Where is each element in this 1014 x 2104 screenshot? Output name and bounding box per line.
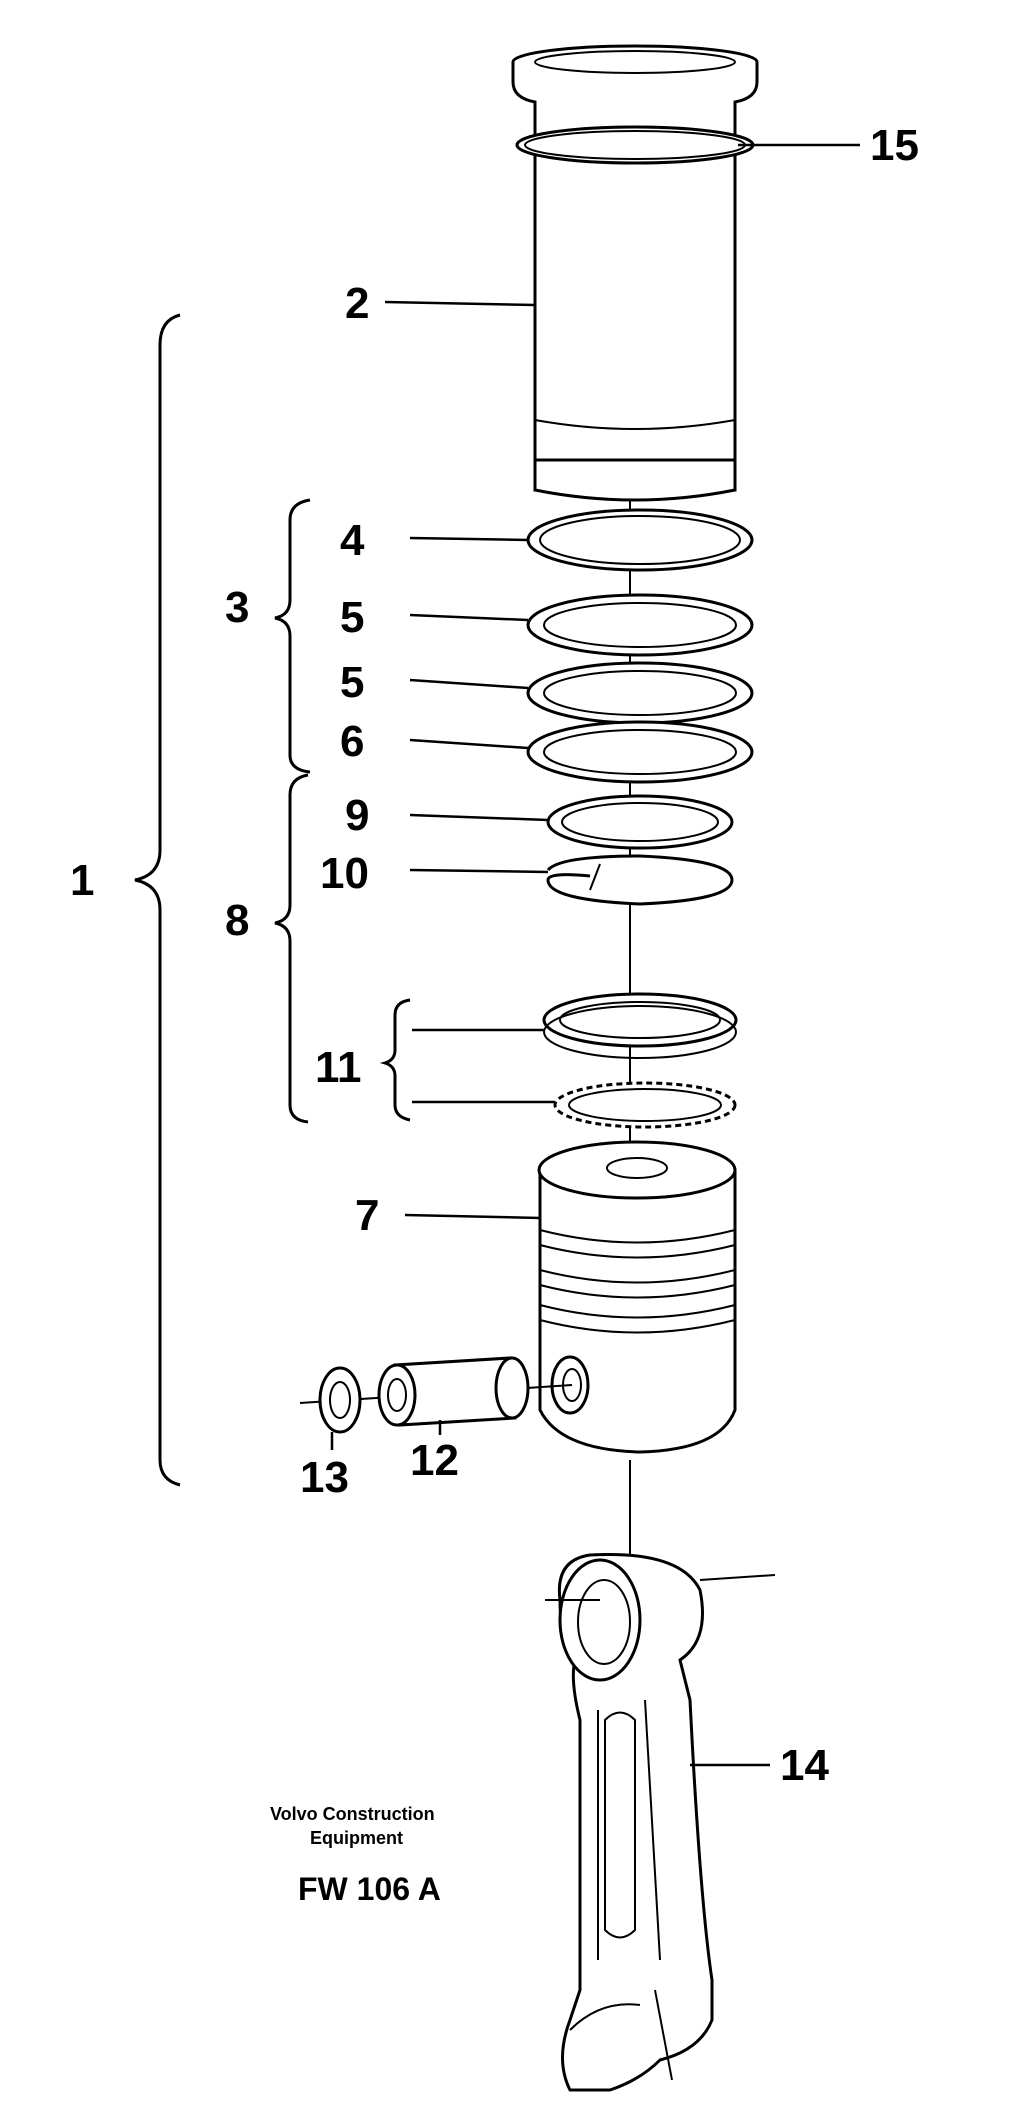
leader-4 <box>409 536 529 542</box>
callout-12: 12 <box>410 1436 459 1485</box>
leader-7 <box>404 1213 541 1220</box>
brace-11 <box>379 998 411 1122</box>
callout-1: 1 <box>70 856 94 905</box>
piston-pin <box>377 1356 530 1427</box>
callout-13: 13 <box>300 1453 349 1502</box>
cylinder-liner <box>511 44 759 502</box>
leader-5b <box>409 678 529 690</box>
oil-ring-11-upper <box>542 992 738 1059</box>
leader-5a <box>409 613 529 622</box>
callout-6: 6 <box>340 717 364 766</box>
callout-7: 7 <box>355 1191 379 1240</box>
piston <box>537 1140 737 1454</box>
caption-company-line2: Equipment <box>310 1828 403 1848</box>
piston-ring-4 <box>526 508 754 572</box>
callout-14: 14 <box>780 1741 829 1790</box>
piston-ring-5-upper <box>526 593 754 657</box>
leader-6 <box>409 738 529 750</box>
callout-4: 4 <box>340 516 365 565</box>
callout-10: 10 <box>320 849 369 898</box>
brace-8 <box>274 773 309 1124</box>
callout-8: 8 <box>225 896 249 945</box>
circlip <box>318 1366 362 1434</box>
oil-ring-9 <box>546 794 734 850</box>
callout-2: 2 <box>345 279 369 328</box>
callout-5b: 5 <box>340 658 364 707</box>
leader-10 <box>409 868 549 874</box>
callout-5a: 5 <box>340 593 364 642</box>
brace-1 <box>134 313 181 1487</box>
brace-3 <box>274 498 311 774</box>
connecting-rod <box>545 1552 776 2092</box>
callout-11: 11 <box>315 1043 362 1092</box>
figure-code: FW 106 A <box>298 1871 441 1907</box>
oil-ring-10 <box>546 854 734 906</box>
callout-3: 3 <box>225 583 249 632</box>
liner-seal-ring <box>515 125 755 165</box>
caption-company-line1: Volvo Construction <box>270 1804 435 1824</box>
piston-ring-5-lower <box>526 661 754 725</box>
leader-9 <box>409 813 549 822</box>
piston-ring-6 <box>526 720 754 784</box>
callout-15: 15 <box>870 121 919 170</box>
callout-9: 9 <box>345 791 369 840</box>
oil-ring-11-expander <box>553 1081 737 1129</box>
leader-2 <box>384 300 536 307</box>
